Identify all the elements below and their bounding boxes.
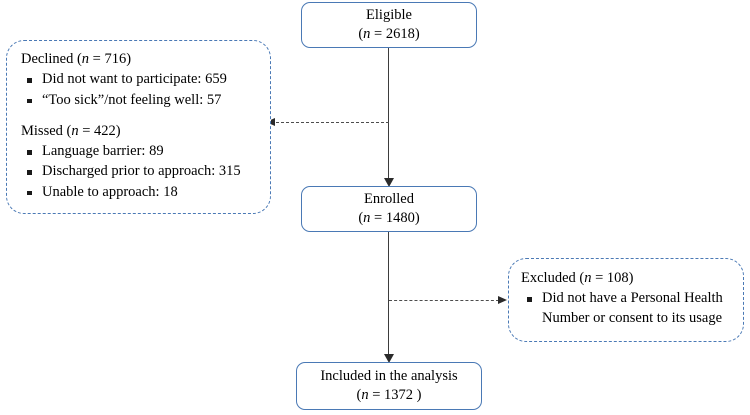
node-eligible: Eligible (n = 2618) (301, 2, 477, 48)
bullet-square-icon (27, 190, 32, 196)
connector-to-left-exclusions (271, 122, 389, 123)
n-symbol: n (363, 210, 371, 226)
n-value: 2618 (385, 26, 415, 42)
list-item: Unable to approach: 18 (21, 183, 258, 202)
left-exclusions-box: Declined (n = 716) Did not want to parti… (6, 40, 271, 214)
declined-heading-value: = 716) (89, 51, 132, 67)
bullet-square-icon (27, 170, 32, 175)
bullet-square-icon (27, 78, 32, 83)
node-enrolled-label: Enrolled (364, 191, 414, 208)
list-item-line-1: Did not have a Personal Health (542, 290, 723, 307)
bullet-square-icon (27, 150, 32, 155)
bullet-square-icon (27, 98, 32, 104)
list-item: Did not want to participate: 659 (21, 70, 258, 89)
declined-heading: Declined (n = 716) (21, 51, 132, 67)
n-symbol: n (363, 26, 371, 42)
node-eligible-count: (n = 2618) (358, 26, 420, 42)
connector-to-right-exclusions (389, 300, 499, 301)
n-symbol: n (71, 122, 79, 139)
list-item: Language barrier: 89 (21, 142, 258, 161)
list-item: Discharged prior to approach: 315 (21, 162, 258, 181)
excluded-heading-value: = 108) (591, 270, 634, 286)
list-item-label: “Too sick”/not feeling well: 57 (42, 91, 222, 108)
missed-list: Language barrier: 89 Discharged prior to… (21, 142, 258, 202)
n-value: 1372 (384, 387, 414, 403)
node-enrolled: Enrolled (n = 1480) (301, 186, 477, 232)
list-item: “Too sick”/not feeling well: 57 (21, 91, 258, 110)
missed-heading-value: = 422) (78, 122, 121, 139)
list-item-label: Did not want to participate: 659 (42, 71, 227, 88)
list-item-line-2: Number or consent to its usage (542, 309, 723, 326)
n-symbol: n (81, 51, 90, 67)
node-enrolled-count: (n = 1480) (358, 210, 420, 226)
right-exclusions-box: Excluded (n = 108) Did not have a Person… (508, 258, 744, 342)
n-symbol: n (584, 270, 592, 286)
arrowhead-into-right-exclusions (498, 295, 507, 304)
bullet-square-icon (527, 297, 532, 302)
node-included: Included in the analysis (n = 1372 ) (296, 362, 482, 410)
arrowhead-into-enrolled (383, 178, 394, 187)
n-value: 1480 (385, 210, 415, 226)
node-included-label: Included in the analysis (320, 368, 458, 385)
list-item-label: Discharged prior to approach: 315 (42, 163, 241, 180)
missed-heading: Missed (n = 422) (21, 122, 121, 139)
connector-eligible-to-enrolled (388, 48, 390, 180)
list-item-label: Unable to approach: 18 (42, 183, 178, 200)
arrowhead-into-included (383, 354, 394, 363)
connector-enrolled-to-included (388, 232, 390, 356)
declined-list: Did not want to participate: 659 “Too si… (21, 70, 258, 110)
list-item-label: Language barrier: 89 (42, 143, 164, 160)
excluded-heading: Excluded (n = 108) (521, 270, 634, 286)
group-spacer (21, 111, 258, 122)
node-included-count: (n = 1372 ) (356, 387, 422, 403)
node-eligible-label: Eligible (366, 7, 412, 24)
n-symbol: n (361, 387, 369, 403)
